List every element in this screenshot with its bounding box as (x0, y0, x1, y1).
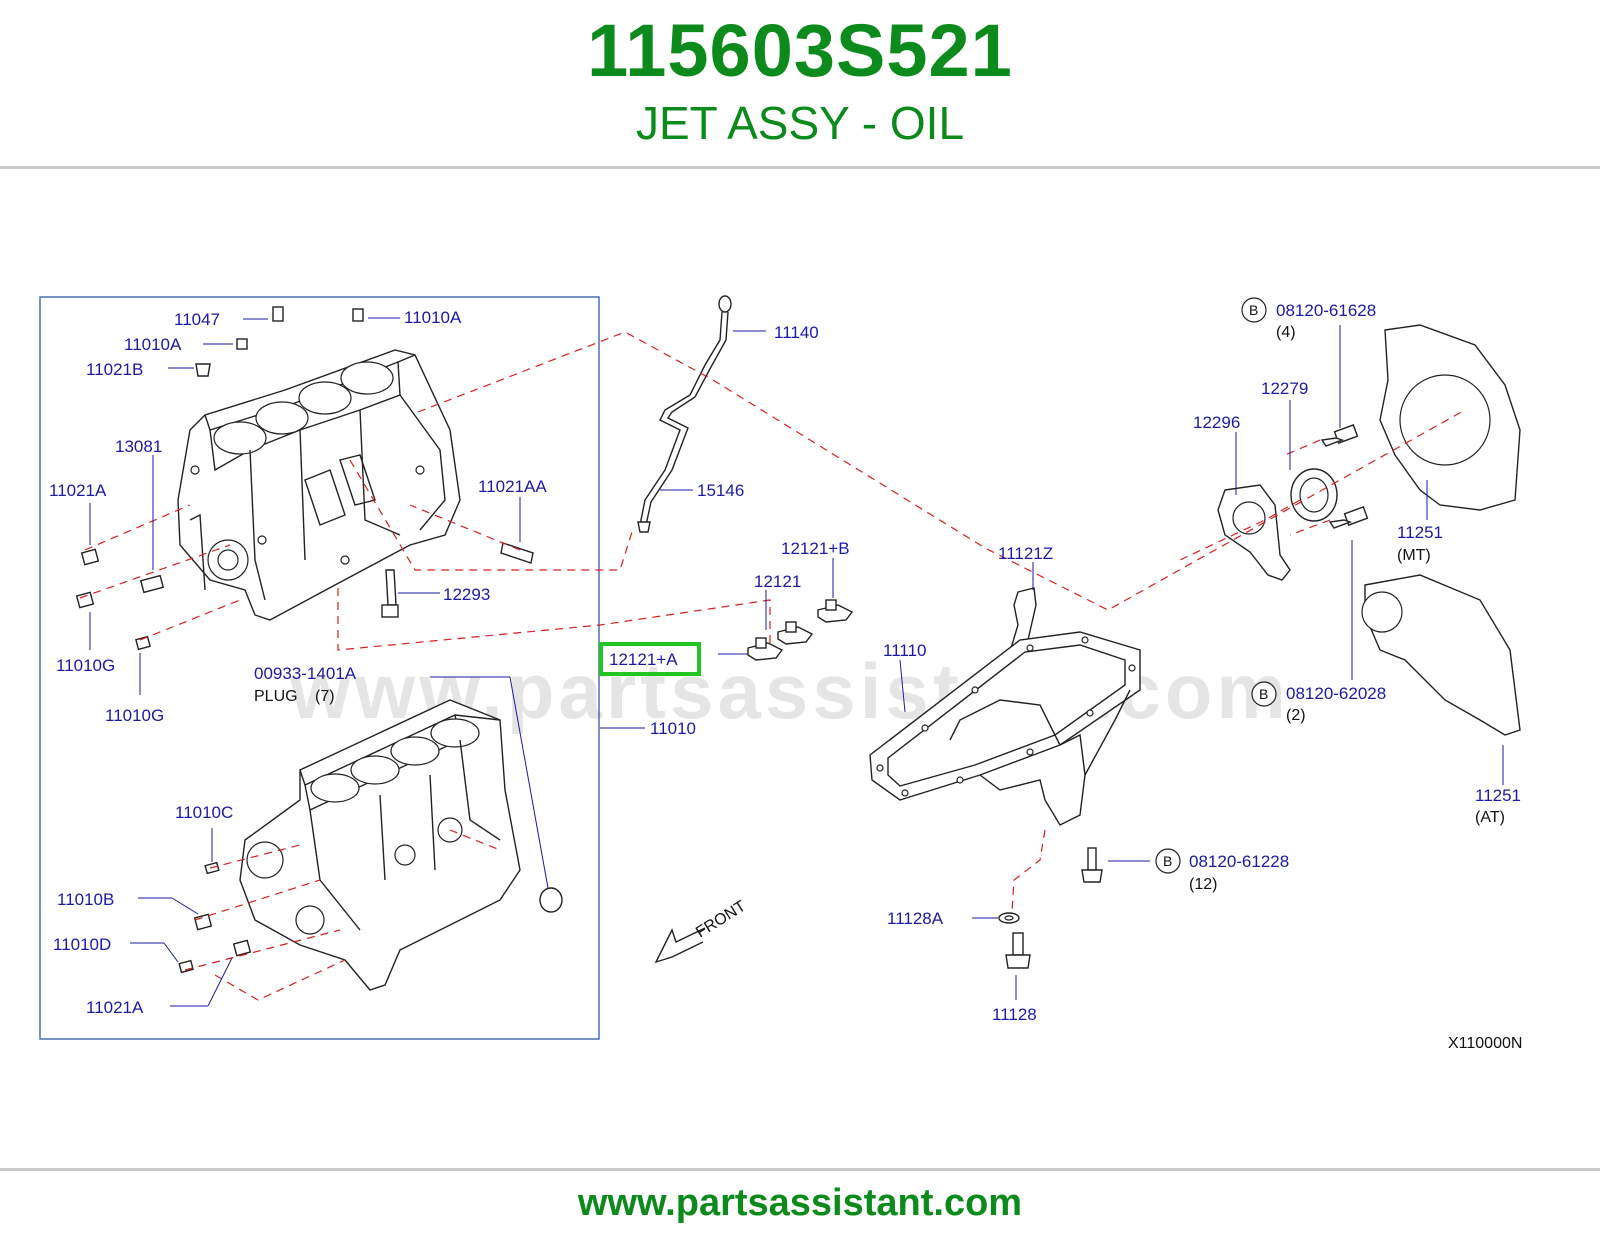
label-08120-61628[interactable]: 08120-61628 (1276, 301, 1376, 320)
header-divider (0, 166, 1600, 169)
label-12293[interactable]: 12293 (443, 585, 490, 604)
label-leader-lines (89, 317, 1504, 1007)
label-12279[interactable]: 12279 (1261, 379, 1308, 398)
label-11021aa[interactable]: 11021AA (478, 477, 547, 496)
label-12121[interactable]: 12121 (754, 572, 801, 591)
label-11010a-top[interactable]: 11010A (404, 308, 462, 327)
front-arrow-icon: FRONT (654, 898, 749, 964)
footer-divider (0, 1168, 1600, 1171)
label-12121a-highlighted[interactable]: 12121+A (609, 650, 678, 669)
bolt-b-char-2: B (1259, 686, 1268, 702)
label-11010g-1[interactable]: 11010G (56, 656, 115, 675)
label-plug-qty: (7) (315, 688, 335, 705)
bolt-b-char-1: B (1249, 302, 1258, 318)
label-08120-62028[interactable]: 08120-62028 (1286, 684, 1386, 703)
label-at: (AT) (1475, 809, 1505, 826)
bolt-b-marker-2 (1251, 681, 1277, 707)
label-00933-1401a[interactable]: 00933-1401A (254, 664, 357, 683)
bolt-b-char-3: B (1163, 853, 1172, 869)
cylinder-block-upper-drawing (177, 349, 461, 621)
label-plug: PLUG (254, 688, 298, 705)
oil-level-gauge-drawing (637, 295, 732, 533)
assembly-guide-lines (79, 331, 1466, 1001)
label-11251-mt[interactable]: 11251 (1397, 523, 1443, 542)
page-subtitle: JET ASSY - OIL (635, 97, 965, 149)
label-11128[interactable]: 11128 (992, 1005, 1037, 1024)
label-15146[interactable]: 15146 (697, 481, 744, 500)
plug-drawing (539, 887, 563, 913)
oil-pan-fasteners-drawing (998, 847, 1103, 969)
oil-pan-drawing (869, 631, 1141, 826)
rear-oil-seal-drawing (1217, 424, 1369, 581)
page-title: 115603S521 (587, 9, 1013, 92)
highlight-box (599, 642, 701, 676)
label-qty-12: (12) (1189, 876, 1217, 893)
label-11140[interactable]: 11140 (774, 323, 819, 342)
bolt-b-marker-1 (1241, 297, 1267, 323)
label-11047[interactable]: 11047 (174, 310, 220, 329)
label-11251-at[interactable]: 11251 (1475, 786, 1521, 805)
label-11021b[interactable]: 11021B (86, 360, 143, 379)
label-11010c[interactable]: 11010C (175, 803, 233, 822)
label-11010g-2[interactable]: 11010G (105, 706, 164, 725)
cylinder-block-lower-drawing (239, 699, 521, 991)
label-11110[interactable]: 11110 (883, 641, 927, 660)
label-mt: (MT) (1397, 547, 1431, 564)
label-11121z[interactable]: 11121Z (998, 544, 1053, 563)
bolt-b-marker-3 (1155, 848, 1181, 874)
label-11021a-upper[interactable]: 11021A (49, 481, 107, 500)
diagram-code: X110000N (1448, 1035, 1522, 1052)
label-12296[interactable]: 12296 (1193, 413, 1240, 432)
oil-jet-drawing (747, 599, 854, 661)
label-qty-4: (4) (1276, 324, 1296, 341)
block-fasteners-drawing (75, 306, 534, 974)
label-11021a-lower[interactable]: 11021A (86, 998, 144, 1017)
label-11010d[interactable]: 11010D (53, 935, 111, 954)
label-13081[interactable]: 13081 (115, 437, 162, 456)
label-11010b[interactable]: 11010B (57, 890, 114, 909)
rear-plate-drawing (1361, 324, 1521, 736)
label-qty-2: (2) (1286, 707, 1306, 724)
label-12121b[interactable]: 12121+B (781, 539, 850, 558)
part-labels: 11047 11010A 11010A 11021B 13081 11021A … (49, 297, 1522, 1052)
label-11010a-left[interactable]: 11010A (124, 335, 182, 354)
front-label: FRONT (693, 898, 749, 942)
label-11010[interactable]: 11010 (650, 719, 696, 738)
label-11128a[interactable]: 11128A (887, 909, 944, 928)
footer-link[interactable]: www.partsassistant.com (577, 1182, 1023, 1224)
label-08120-61228[interactable]: 08120-61228 (1189, 852, 1289, 871)
